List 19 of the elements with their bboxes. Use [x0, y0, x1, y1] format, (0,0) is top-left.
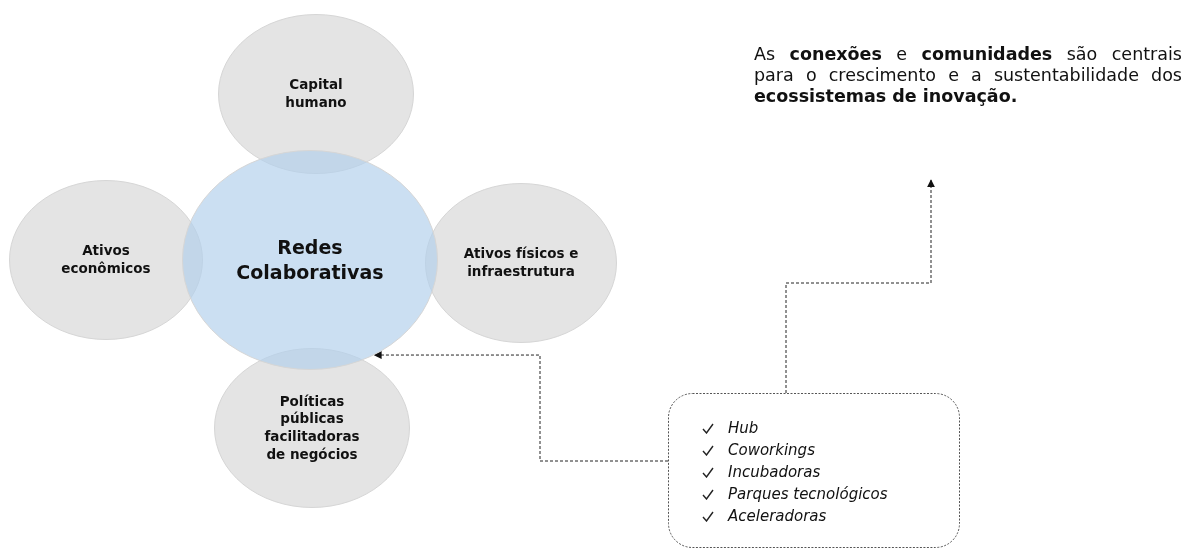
central-ellipse [182, 150, 438, 370]
node-label: Redes Colaborativas [235, 235, 385, 285]
node-label: Políticas públicas facilitadoras de negócios [263, 392, 361, 464]
statement-text: As conexões e comunidades são centrais para o crescimento e a sustentabilidade dos ecossistemas de inovação. [754, 44, 1182, 107]
list-item: Parques tecnológicos [728, 485, 888, 503]
dashed-arrow [373, 351, 669, 462]
ellipse-node [9, 180, 203, 340]
list-item: Coworkings [728, 441, 815, 459]
ellipse-node [425, 183, 617, 343]
list-item: Hub [728, 419, 759, 437]
list-item: Aceleradoras [728, 507, 827, 525]
dashed-list-box [668, 393, 960, 548]
ellipse-node [214, 348, 410, 508]
list-item: Incubadoras [728, 463, 821, 481]
node-label: Ativos físicos e infraestrutura [462, 245, 580, 281]
ellipse-node [218, 14, 414, 174]
node-label: Capital humano [284, 76, 348, 112]
node-label: Ativos econômicos [60, 242, 152, 278]
dashed-arrow [785, 179, 935, 394]
